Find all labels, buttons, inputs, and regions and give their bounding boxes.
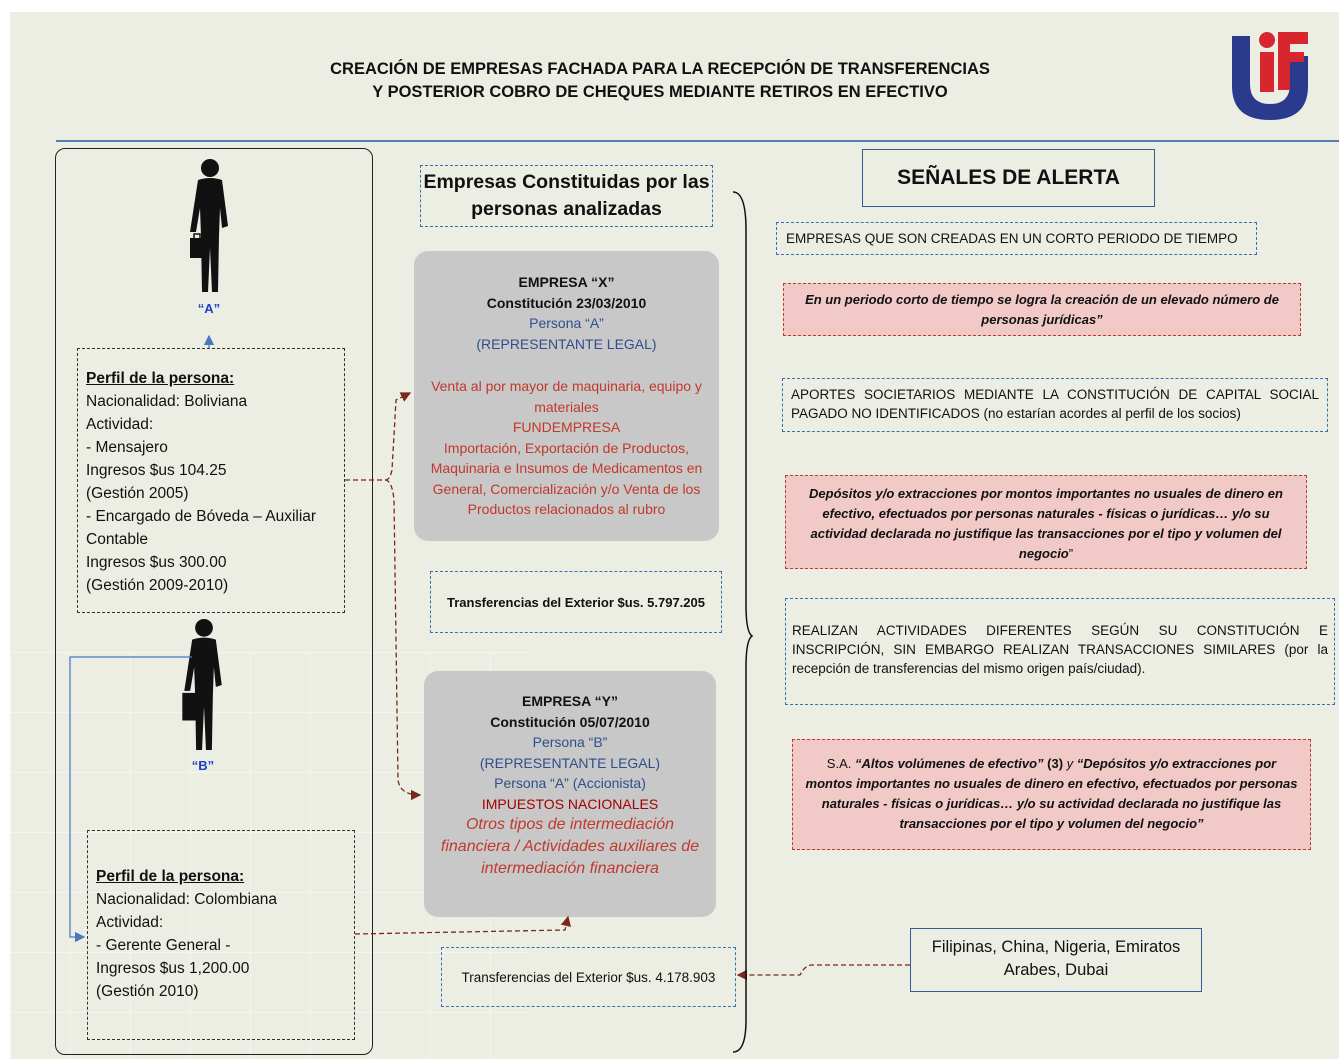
alert-cash-deposits-text: Depósitos y/o extracciones por montos im… [809,486,1283,561]
profile-a-income-2: Ingresos $us 300.00 [86,554,227,571]
empresa-x-box: EMPRESA “X” Constitución 23/03/2010 Pers… [414,251,719,541]
alert-sa-cash-volumes: S.A. “Altos volúmenes de efectivo” (3) y… [792,739,1311,850]
empresa-x-name: EMPRESA “X” [518,274,615,290]
empresa-x-role: (REPRESENTANTE LEGAL) [476,335,657,352]
empresa-y-name: EMPRESA “Y” [522,693,618,709]
person-b-icon [182,618,222,751]
empresa-y-person-b: Persona “B” [532,734,608,750]
empresa-x-detail: Importación, Exportación de Productos, M… [430,439,703,518]
profile-a-job-1: - Mensajero [86,439,168,456]
empresa-x-date: Constitución 23/03/2010 [486,294,647,311]
empresa-x-person: Persona “A” [529,315,604,331]
grouping-brace [732,191,754,1053]
origin-countries-box: Filipinas, China, Nigeria, Emiratos Arab… [910,928,1202,992]
alert-cash-deposits: Depósitos y/o extracciones por montos im… [785,475,1307,569]
profile-b-heading: Perfil de la persona: [96,868,245,885]
person-b-to-profile-arrow [69,656,192,943]
profile-a-to-empresa-x-arrow [345,392,412,481]
profile-b-nationality: Nacionalidad: Colombiana [96,891,277,908]
alert-capital-contributions: APORTES SOCIETARIOS MEDIANTE LA CONSTITU… [782,378,1328,432]
alert-sa-quote-1: “Altos volúmenes de efectivo” [854,756,1044,771]
origin-to-transfer-y-arrow [736,964,910,981]
empresa-y-date: Constitución 05/07/2010 [490,713,650,730]
profile-a-job-2: - Encargado de Bóveda – Auxiliar Contabl… [86,508,317,548]
alert-sa-quote-2: “Depósitos y/o extracciones por montos i… [805,756,1298,831]
profile-b-job-1: - Gerente General - [96,937,231,954]
uif-logo [1232,32,1308,120]
profile-a-nationality: Nacionalidad: Boliviana [86,393,248,410]
page-title: CREACIÓN DE EMPRESAS FACHADA PARA LA REC… [230,58,1090,104]
title-line-2: Y POSTERIOR COBRO DE CHEQUES MEDIANTE RE… [372,83,948,101]
alert-different-activities: REALIZAN ACTIVIDADES DIFERENTES SEGÚN SU… [785,598,1335,705]
alerts-header: SEÑALES DE ALERTA [862,149,1155,207]
profile-b-activity-label: Actividad: [96,914,164,931]
profile-b-income-1: Ingresos $us 1,200.00 [96,960,250,977]
profile-a-income-1: Ingresos $us 104.25 [86,462,227,479]
profile-b-period-1: (Gestión 2010) [96,983,199,1000]
transfer-y-box: Transferencias del Exterior $us. 4.178.9… [441,947,736,1007]
alert-short-period: EMPRESAS QUE SON CREADAS EN UN CORTO PER… [776,222,1257,255]
empresa-y-role: (REPRESENTANTE LEGAL) [479,754,661,771]
profile-a-box: Perfil de la persona: Nacionalidad: Boli… [77,348,345,613]
empresa-x-registry: FUNDEMPRESA [512,419,621,435]
alert-sa-conjunction: y [1066,756,1077,771]
person-b-label: “B” [191,758,215,773]
profile-a-period-2: (Gestión 2009-2010) [86,577,229,594]
person-a-icon [190,159,228,292]
profile-a-activity-label: Actividad: [86,416,154,433]
empresa-x-activity: Venta al por mayor de maquinaria, equipo… [431,378,702,415]
empresa-y-registry: IMPUESTOS NACIONALES [481,795,659,812]
profile-b-box: Perfil de la persona: Nacionalidad: Colo… [87,830,355,1040]
persons-panel [55,148,373,1055]
profile-b-to-empresa-y-arrow [354,915,572,935]
alert-many-entities: En un periodo corto de tiempo se logra l… [783,283,1301,336]
transfer-x-box: Transferencias del Exterior $us. 5.797.2… [430,571,722,633]
header-divider [56,140,1339,142]
alert-sa-prefix: S.A. [826,756,855,771]
empresa-y-box: EMPRESA “Y” Constitución 05/07/2010 Pers… [424,671,716,917]
alert-sa-number: (3) [1043,756,1067,771]
profile-a-to-empresa-y-arrow [384,479,422,801]
empresa-y-activity: Otros tipos de intermediación financiera… [440,816,700,877]
alert-cash-deposits-quote: ” [1068,546,1074,561]
profile-a-heading: Perfil de la persona: [86,370,235,387]
empresas-header: Empresas Constituidas por las personas a… [420,165,713,227]
title-line-1: CREACIÓN DE EMPRESAS FACHADA PARA LA REC… [330,60,990,78]
profile-a-period-1: (Gestión 2005) [86,485,189,502]
person-a-label: “A” [197,301,221,316]
empresa-y-person-a: Persona “A” (Accionista) [494,775,646,791]
